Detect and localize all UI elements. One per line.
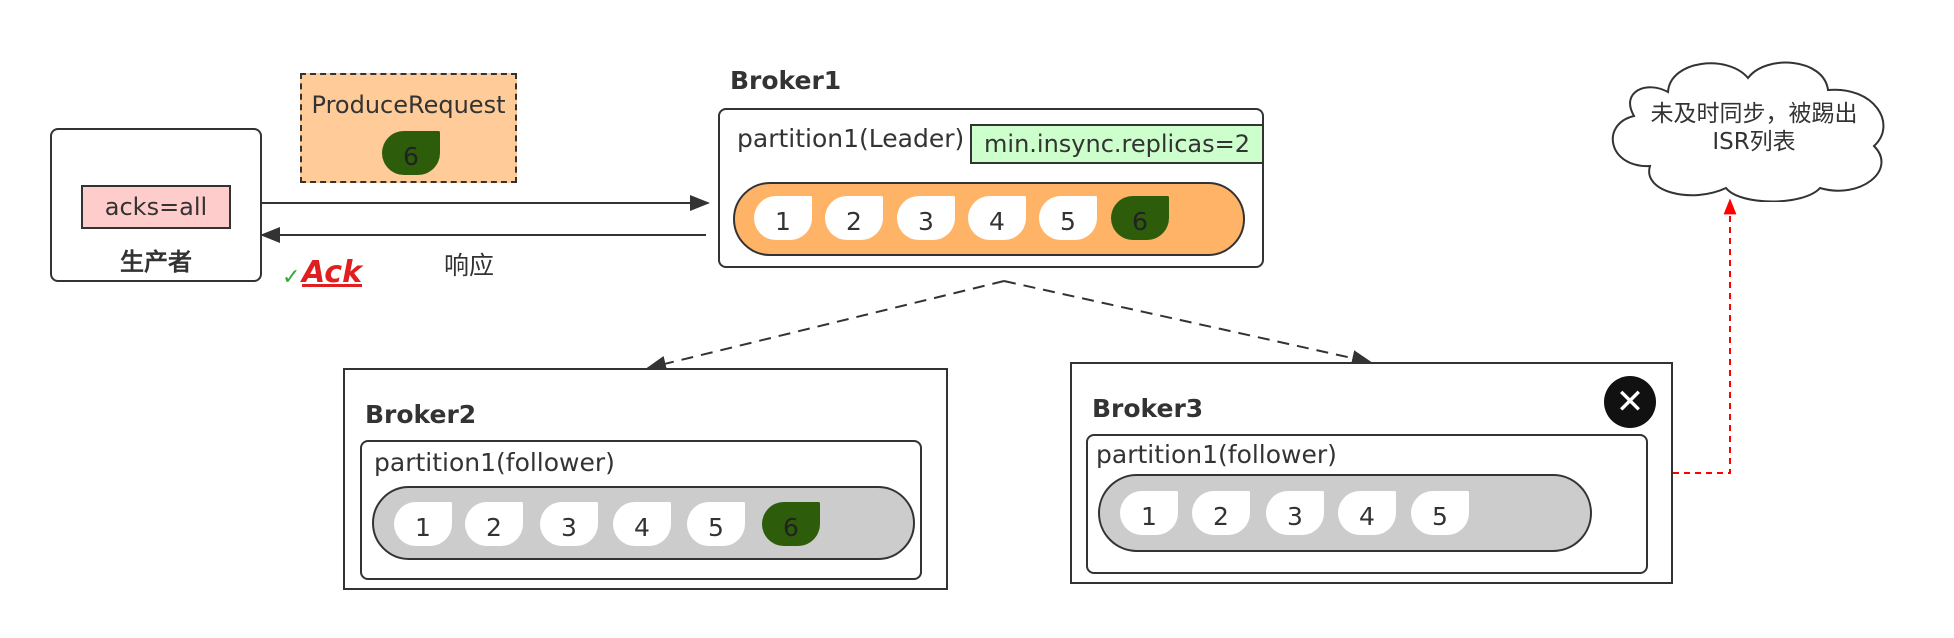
isr-eviction-cloud bbox=[1611, 61, 1885, 202]
broker2-partition-label: partition1(follower) bbox=[374, 448, 615, 477]
message-3: 3 bbox=[897, 196, 955, 240]
broker-down-icon: ✕ bbox=[1604, 376, 1656, 428]
broker1-title: Broker1 bbox=[730, 66, 842, 95]
message-5: 5 bbox=[1411, 491, 1469, 535]
message-1: 1 bbox=[754, 196, 812, 240]
broker3-box: Broker3 ✕ partition1(follower) 1 2 3 4 5 bbox=[1070, 362, 1673, 584]
message-4: 4 bbox=[1338, 491, 1396, 535]
evict-isr-arrow bbox=[1673, 198, 1737, 474]
check-icon: ✓ bbox=[282, 265, 301, 290]
message-2: 2 bbox=[825, 196, 883, 240]
broker2-log: 1 2 3 4 5 6 bbox=[372, 486, 915, 560]
broker3-partition-label: partition1(follower) bbox=[1096, 440, 1337, 469]
producer-title: 生产者 bbox=[120, 248, 192, 276]
request-message: 6 bbox=[382, 131, 440, 175]
message-4: 4 bbox=[968, 196, 1026, 240]
message-5: 5 bbox=[687, 502, 745, 546]
produce-request-box: ProduceRequest 6 bbox=[300, 73, 517, 183]
message-2: 2 bbox=[1192, 491, 1250, 535]
broker3-title: Broker3 bbox=[1092, 394, 1204, 423]
message-1: 1 bbox=[1120, 491, 1178, 535]
message-6: 6 bbox=[1111, 196, 1169, 240]
message-3: 3 bbox=[1266, 491, 1324, 535]
producer-box: acks=all 生产者 bbox=[50, 128, 262, 282]
message-5: 5 bbox=[1039, 196, 1097, 240]
response-label: 响应 bbox=[444, 251, 495, 280]
broker2-box: Broker2 partition1(follower) 1 2 3 4 5 6 bbox=[343, 368, 948, 590]
replicate-to-broker2-arrow bbox=[646, 280, 1005, 372]
isr-eviction-note: 未及时同步，被踢出 ISR列表 bbox=[1618, 100, 1890, 156]
ack-stamp: ✓ Ack bbox=[282, 255, 372, 299]
broker2-title: Broker2 bbox=[365, 400, 477, 429]
replicate-to-broker3-arrow bbox=[1003, 280, 1372, 366]
acks-config: acks=all bbox=[81, 185, 231, 229]
broker1-box: partition1(Leader) min.insync.replicas=2… bbox=[718, 108, 1264, 268]
message-6: 6 bbox=[762, 502, 820, 546]
produce-request-label: ProduceRequest bbox=[311, 91, 506, 119]
broker3-partition: partition1(follower) 1 2 3 4 5 bbox=[1086, 434, 1648, 574]
message-4: 4 bbox=[613, 502, 671, 546]
cloud-line-2: ISR列表 bbox=[1712, 129, 1796, 155]
min-isr-config: min.insync.replicas=2 bbox=[970, 124, 1264, 164]
message-3: 3 bbox=[540, 502, 598, 546]
message-2: 2 bbox=[465, 502, 523, 546]
broker1-partition-label: partition1(Leader) bbox=[737, 124, 965, 153]
ack-stamp-text: Ack bbox=[302, 255, 363, 290]
broker2-partition: partition1(follower) 1 2 3 4 5 6 bbox=[360, 440, 922, 580]
cloud-line-1: 未及时同步，被踢出 bbox=[1650, 101, 1858, 127]
broker1-log: 1 2 3 4 5 6 bbox=[733, 182, 1245, 256]
message-1: 1 bbox=[394, 502, 452, 546]
broker3-log: 1 2 3 4 5 bbox=[1098, 474, 1592, 552]
